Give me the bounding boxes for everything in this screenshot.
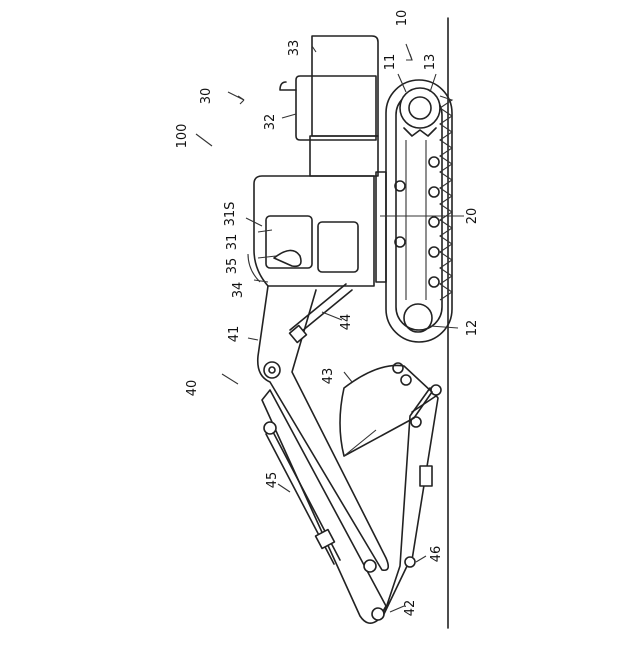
cab-window-side (318, 222, 358, 272)
label-46: 46 (429, 546, 444, 563)
upper-structure (248, 36, 386, 286)
label-42: 42 (403, 600, 418, 617)
label-40: 40 (185, 380, 200, 397)
label-32: 32 (263, 114, 278, 131)
label-31: 31 (225, 234, 240, 251)
label-31S: 31S (223, 202, 238, 227)
label-34: 34 (231, 282, 246, 299)
label-44: 44 (339, 314, 354, 331)
cab-window-front (266, 216, 312, 268)
rear-wheel (404, 304, 432, 332)
idler-wheel (400, 88, 440, 128)
label-30: 30 (199, 88, 214, 105)
label-12: 12 (465, 320, 480, 337)
label-43: 43 (321, 368, 336, 385)
label-45: 45 (265, 472, 280, 489)
bucket (340, 365, 436, 456)
bucket-linkage (384, 363, 441, 614)
label-100: 100 (175, 124, 190, 149)
label-41: 41 (227, 326, 242, 343)
arm (262, 390, 386, 623)
label-20: 20 (465, 208, 480, 225)
label-11: 11 (383, 54, 398, 71)
label-33: 33 (287, 40, 302, 57)
label-13: 13 (423, 54, 438, 71)
label-10: 10 (395, 10, 410, 27)
track-assembly (386, 80, 452, 342)
label-35: 35 (225, 258, 240, 275)
